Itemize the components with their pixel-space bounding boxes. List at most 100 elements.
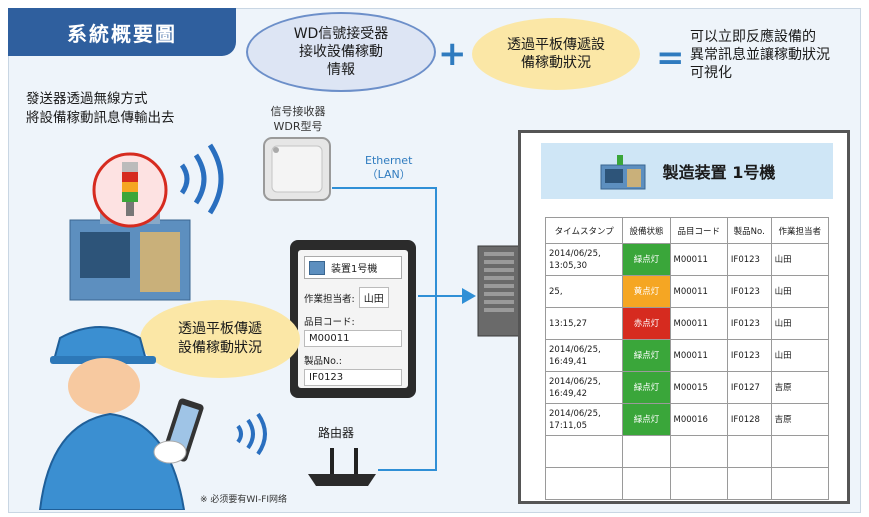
timestamp-cell: 25,: [544, 275, 624, 308]
transmitter-note-line: 發送器透過無線方式: [26, 91, 148, 107]
timestamp-cell: 13:15,27: [544, 307, 624, 340]
timestamp-time: 13:05,30: [549, 260, 588, 271]
col-header: 製品No.: [726, 217, 772, 244]
timestamp-time: 25,: [549, 286, 563, 297]
product-cell: IF0123: [726, 243, 772, 276]
machine-thumbnail-icon: [600, 155, 646, 190]
tablet-info-line: 透過平板傳遞設: [507, 37, 605, 53]
plus-sign: +: [438, 34, 467, 74]
status-cell: 緑点灯: [622, 243, 671, 276]
item-cell: M00011: [669, 243, 728, 276]
diagram-title: 系統概要圖: [8, 8, 236, 56]
empty-cell: [669, 467, 728, 500]
tablet-item-field[interactable]: M00011: [304, 330, 402, 347]
router-label: 路由器: [318, 426, 355, 440]
receiver-info-line: WD信號接受器: [293, 26, 389, 42]
tablet-info-ellipse: 透過平板傳遞設 備稼動狀況: [472, 18, 640, 90]
item-cell: M00015: [669, 371, 728, 404]
tablet-operator-row: 作業担当者: 山田: [304, 287, 402, 308]
report-title: 製造装置 1号機: [662, 163, 776, 182]
col-header: 品目コード: [669, 217, 728, 244]
arrow-head-icon: [462, 288, 476, 304]
status-cell: 緑点灯: [622, 339, 671, 372]
machine-with-signal-tower-icon: [69, 152, 191, 301]
wireless-wave-icon: [207, 143, 224, 215]
report-header: 製造装置 1号機: [541, 143, 833, 199]
op-cell: 山田: [770, 339, 830, 372]
op-cell: 山田: [770, 275, 830, 308]
machine-thumbnail-icon: [309, 260, 325, 275]
empty-cell: [544, 435, 624, 468]
tablet-product-label: 製品No.:: [304, 356, 342, 367]
col-header: 作業担当者: [770, 217, 830, 244]
timestamp-time: 13:15,27: [549, 318, 588, 329]
tablet-device: 装置1号機 作業担当者: 山田 品目コード: M00011 製品No.: IF0…: [290, 240, 416, 398]
item-cell: M00011: [669, 339, 728, 372]
wireless-wave-icon: [193, 153, 207, 205]
timestamp-date: 2014/06/25,: [549, 376, 601, 387]
op-cell: 吉原: [770, 403, 830, 436]
timestamp-cell: 2014/06/25,16:49,42: [544, 371, 624, 404]
item-cell: M00011: [669, 307, 728, 340]
item-cell: M00016: [669, 403, 728, 436]
equals-sign: =: [656, 38, 685, 78]
router-icon: [308, 448, 376, 486]
ethernet-line: [332, 187, 462, 297]
report-empty-row: [544, 435, 830, 468]
timestamp-date: 2014/06/25,: [549, 248, 601, 259]
production-report-document: 製造装置 1号機 タイムスタンプ 設備状態 品目コード 製品No. 作業担当者 …: [518, 130, 850, 504]
report-header-row: タイムスタンプ 設備状態 品目コード 製品No. 作業担当者: [544, 217, 830, 244]
product-cell: IF0123: [726, 307, 772, 340]
product-cell: IF0123: [726, 275, 772, 308]
result-text: 可以立即反應設備的 異常訊息並讓稼動狀況 可視化: [690, 28, 860, 82]
empty-cell: [622, 467, 671, 500]
timestamp-cell: 2014/06/25,13:05,30: [544, 243, 624, 276]
tablet-operator-field[interactable]: 山田: [358, 287, 389, 308]
receiver-label-line: 信号接收器: [270, 105, 326, 118]
ethernet-label-line: Ethernet: [365, 154, 413, 167]
wifi-wave-icon: [256, 412, 267, 456]
router-line: [378, 296, 437, 471]
empty-cell: [770, 435, 830, 468]
result-line: 可以立即反應設備的: [690, 29, 816, 45]
empty-cell: [544, 467, 624, 500]
status-cell: 黄点灯: [622, 275, 671, 308]
signal-receiver-icon: [263, 137, 331, 201]
wifi-wave-icon: [246, 418, 255, 450]
status-cell: 緑点灯: [622, 403, 671, 436]
user-speech-bubble: 透過平板傳遞 設備稼動狀況: [140, 300, 300, 378]
receiver-info-line: 接收設備稼動: [299, 44, 383, 60]
ethernet-label: Ethernet （LAN）: [365, 154, 412, 182]
timestamp-cell: 2014/06/25,17:11,05: [544, 403, 624, 436]
tablet-product-field[interactable]: IF0123: [304, 369, 402, 386]
receiver-info-line: 情報: [327, 62, 355, 78]
empty-cell: [726, 435, 772, 468]
receiver-label: 信号接收器 WDR型号: [262, 104, 334, 134]
empty-cell: [726, 467, 772, 500]
wifi-requirement-note: ※ 必须要有WI-FI网络: [200, 495, 288, 505]
timestamp-time: 17:11,05: [549, 420, 588, 431]
report-empty-row: [544, 467, 830, 500]
tablet-item-label: 品目コード:: [304, 317, 355, 328]
result-line: 可視化: [690, 65, 732, 81]
timestamp-date: 2014/06/25,: [549, 408, 601, 419]
result-line: 異常訊息並讓稼動狀況: [690, 47, 830, 63]
empty-cell: [669, 435, 728, 468]
timestamp-time: 16:49,41: [549, 356, 588, 367]
op-cell: 山田: [770, 307, 830, 340]
empty-cell: [622, 435, 671, 468]
item-cell: M00011: [669, 275, 728, 308]
worker-with-tablet-icon: [38, 326, 204, 510]
wifi-wave-icon: [236, 424, 243, 444]
tablet-screen: 装置1号機 作業担当者: 山田 品目コード: M00011 製品No.: IF0…: [298, 250, 408, 388]
user-bubble-line: 設備稼動狀況: [178, 340, 262, 356]
product-cell: IF0128: [726, 403, 772, 436]
col-header: 設備状態: [622, 217, 671, 244]
